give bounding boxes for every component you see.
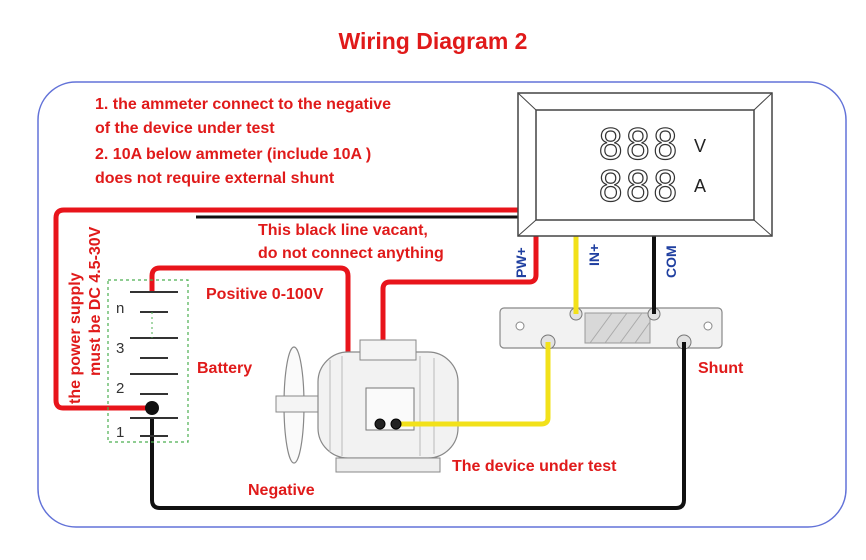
- device-yellow-wire: [396, 342, 551, 427]
- meter-unit-v: V: [694, 136, 707, 156]
- motor-terminal-negative: [390, 418, 402, 430]
- diagram-frame: [37, 81, 847, 528]
- shunt-label: Shunt: [698, 360, 744, 377]
- power-supply-red-wire: [53, 207, 530, 411]
- motor-terminal-positive: [374, 418, 386, 430]
- shunt-device: [499, 307, 723, 350]
- note-line-3: 2. 10A below ammeter (include 10A ): [95, 146, 372, 163]
- diagram-title: Wiring Diagram 2: [338, 28, 528, 54]
- power-supply-note-1: the power supply: [67, 272, 84, 404]
- meter-current-digits: 888: [597, 162, 680, 211]
- battery-label: Battery: [197, 360, 253, 377]
- battery-negative-terminal: [145, 401, 159, 415]
- black-line-note-2: do not connect anything: [258, 245, 444, 262]
- battery-cell-label-n: n: [116, 300, 125, 317]
- note-line-4: does not require external shunt: [95, 170, 335, 187]
- pw-red-wire: [380, 225, 539, 424]
- pw-plus-label: PW+: [513, 247, 529, 278]
- motor-device: [275, 339, 459, 473]
- positive-label: Positive 0-100V: [206, 286, 324, 303]
- battery-cell-label-2: 2: [116, 380, 125, 397]
- battery-cell-label-1: 1: [116, 424, 125, 441]
- negative-black-wire: [150, 342, 686, 510]
- black-line-note-1: This black line vacant,: [258, 222, 428, 239]
- com-label: COM: [663, 245, 679, 278]
- note-line-1: 1. the ammeter connect to the negative: [95, 96, 392, 113]
- in-plus-label: IN+: [586, 243, 602, 266]
- device-label: The device under test: [452, 458, 617, 475]
- meter-unit-a: A: [694, 176, 707, 196]
- power-supply-note-2: must be DC 4.5-30V: [87, 226, 104, 376]
- negative-label: Negative: [248, 482, 315, 499]
- note-line-2: of the device under test: [95, 120, 275, 137]
- meter-voltage-digits: 888: [597, 120, 680, 169]
- battery-stack: [107, 279, 189, 443]
- meter-panel: [517, 92, 773, 237]
- battery-cell-label-3: 3: [116, 340, 125, 357]
